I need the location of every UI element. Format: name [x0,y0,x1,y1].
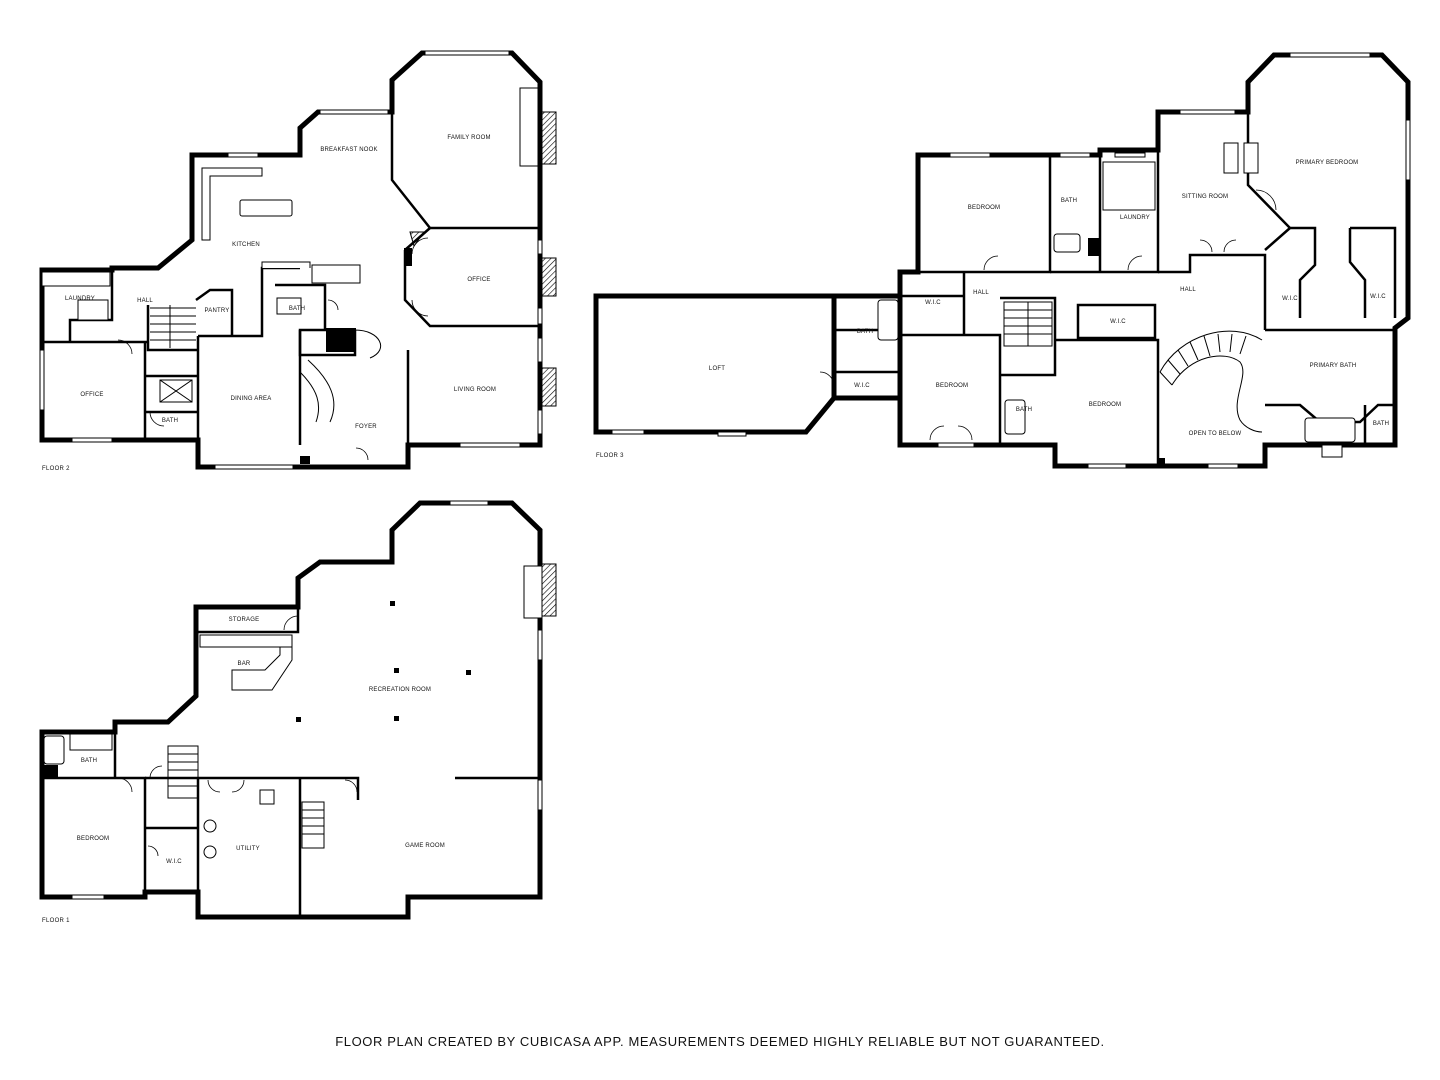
room-sitting-room: SITTING ROOM [1182,194,1228,200]
room-bath-lower: BATH [162,418,178,424]
room-bedroom-mid: BEDROOM [936,383,968,389]
room-living-room: LIVING ROOM [454,387,496,393]
room-bath-primary-small: BATH [1373,421,1389,427]
room-bedroom-top: BEDROOM [968,205,1000,211]
floor-3-plan: FLOOR 3 LOFT BATH W.I.C BEDROOM BATH LAU… [593,52,1411,469]
floor-1-plan: FLOOR 1 STORAGE BAR RECREATION ROOM BATH… [39,500,557,924]
room-bath-loft: BATH [857,329,873,335]
room-storage: STORAGE [229,617,260,623]
room-wic-1: W.I.C [166,859,182,865]
room-bedroom-right: BEDROOM [1089,402,1121,408]
room-utility: UTILITY [236,846,260,852]
room-primary-bath: PRIMARY BATH [1310,363,1357,369]
room-wic-left: W.I.C [925,300,941,306]
room-hall-small: HALL [973,290,989,296]
room-foyer: FOYER [355,424,377,430]
room-bath-top: BATH [1061,198,1077,204]
floor-2-plan: FLOOR 2 BREAKFAST NOOK FAMILY ROOM KITCH… [39,50,557,472]
room-bath-upper: BATH [289,306,305,312]
room-loft: LOFT [709,366,725,372]
room-wic-mid: W.I.C [1110,319,1126,325]
room-wic-pb-right: W.I.C [1370,294,1386,300]
room-bath-mid: BATH [1016,407,1032,413]
floor-2-label: FLOOR 2 [42,466,70,472]
room-bar: BAR [238,661,251,667]
room-wic-loft: W.I.C [854,383,870,389]
room-office-right: OFFICE [467,277,490,283]
floor-1-label: FLOOR 1 [42,918,70,924]
room-family-room: FAMILY ROOM [447,135,490,141]
room-kitchen: KITCHEN [232,242,260,248]
floor-3-label: FLOOR 3 [596,453,624,459]
room-laundry: LAUNDRY [65,296,95,302]
room-primary-bedroom: PRIMARY BEDROOM [1296,160,1359,166]
room-breakfast-nook: BREAKFAST NOOK [320,147,377,153]
room-game-room: GAME ROOM [405,843,445,849]
room-bath-1: BATH [81,758,97,764]
room-open-to-below: OPEN TO BELOW [1189,431,1242,437]
room-recreation-room: RECREATION ROOM [369,687,431,693]
room-laundry-3: LAUNDRY [1120,215,1150,221]
room-hall-main: HALL [1180,287,1196,293]
room-wic-pb-left: W.I.C [1282,296,1298,302]
room-pantry: PANTRY [205,308,230,314]
disclaimer-footer: FLOOR PLAN CREATED BY CUBICASA APP. MEAS… [335,1034,1105,1049]
room-bedroom-1: BEDROOM [77,836,109,842]
room-office-left: OFFICE [80,392,103,398]
room-hall: HALL [137,298,153,304]
room-dining-area: DINING AREA [231,396,272,402]
